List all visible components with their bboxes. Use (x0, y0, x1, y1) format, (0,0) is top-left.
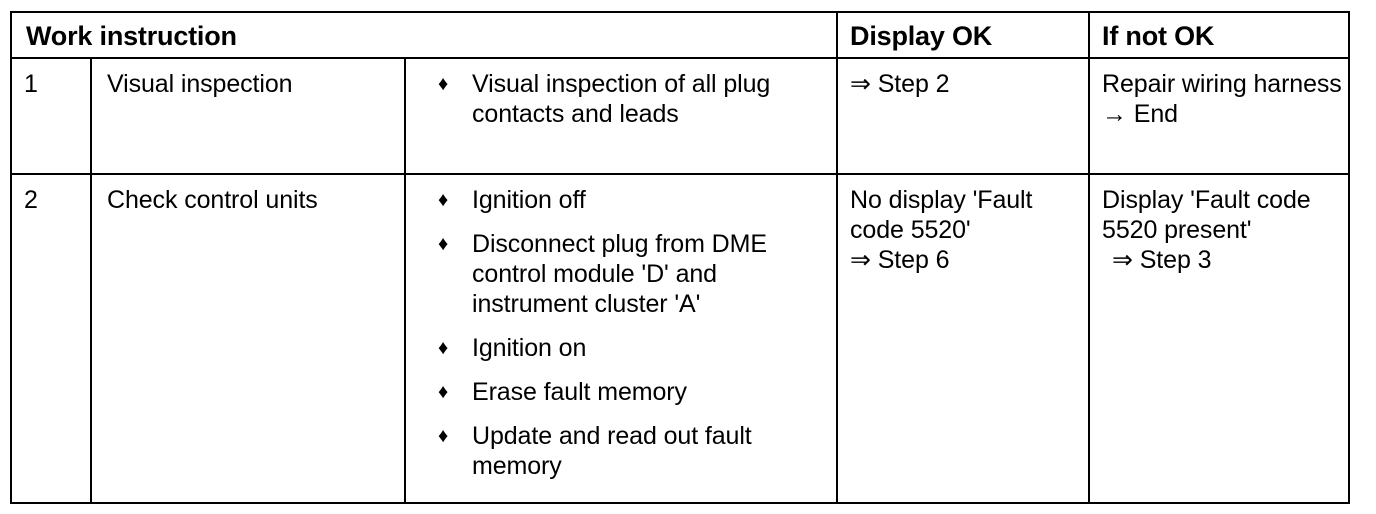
if-not-ok-line: Display 'Fault code 5520 present' (1102, 186, 1318, 244)
display-ok-cell: No display 'Fault code 5520' ⇒ Step 6 (836, 173, 1091, 504)
column-header-work-instruction-label: Work instruction (26, 21, 237, 51)
step-name: Visual inspection (107, 70, 293, 98)
if-not-ok-arrow-line: ⇒ Step 3 (1112, 246, 1212, 274)
table-row: 2 Check control units ♦ Ignition off (10, 173, 1351, 504)
diamond-bullet-icon: ♦ (438, 425, 449, 447)
diamond-bullet-icon: ♦ (438, 337, 449, 359)
display-ok-arrow-line: ⇒ Step 6 (850, 246, 950, 274)
step-detail-list: ♦ Visual inspection of all plug contacts… (420, 69, 830, 129)
list-item: ♦ Ignition on (420, 333, 830, 363)
step-detail-cell: ♦ Visual inspection of all plug contacts… (403, 57, 839, 175)
step-name: Check control units (107, 186, 318, 214)
list-item: ♦ Disconnect plug from DME control modul… (420, 229, 830, 319)
diamond-bullet-icon: ♦ (438, 233, 449, 255)
list-item: ♦ Erase fault memory (420, 377, 830, 407)
list-item-text: Update and read out fault memory (472, 422, 752, 480)
display-ok-content: ⇒ Step 2 (838, 59, 1088, 109)
step-detail-wrapper: ♦ Visual inspection of all plug contacts… (406, 59, 836, 139)
step-number: 2 (24, 186, 38, 214)
step-detail-list: ♦ Ignition off ♦ Disconnect plug from DM… (420, 185, 830, 481)
if-not-ok-content: Display 'Fault code 5520 present' ⇒ Step… (1090, 175, 1348, 285)
display-ok-line: No display 'Fault code 5520' (850, 186, 1040, 244)
list-item-text: Disconnect plug from DME control module … (472, 230, 767, 318)
display-ok-line: ⇒ Step 2 (850, 70, 950, 98)
column-header-display-ok: Display OK (836, 11, 1091, 59)
header-row: Work instruction Display OK If not OK (9, 11, 1351, 59)
list-item-text: Visual inspection of all plug contacts a… (472, 70, 771, 128)
list-item-text: Ignition on (472, 334, 587, 362)
step-number-cell: 1 (10, 57, 92, 175)
list-item-text: Erase fault memory (472, 378, 687, 406)
column-header-if-not-ok-label: If not OK (1102, 21, 1215, 51)
diamond-bullet-icon: ♦ (438, 381, 449, 403)
list-item-text: Ignition off (472, 186, 586, 214)
list-item: ♦ Ignition off (420, 185, 830, 215)
if-not-ok-content: Repair wiring harness → End (1090, 59, 1348, 139)
list-item: ♦ Visual inspection of all plug contacts… (420, 69, 830, 129)
if-not-ok-cell: Repair wiring harness → End (1088, 57, 1351, 175)
if-not-ok-line: Repair wiring harness (1102, 70, 1342, 98)
step-detail-wrapper: ♦ Ignition off ♦ Disconnect plug from DM… (406, 175, 836, 491)
list-item: ♦ Update and read out fault memory (420, 421, 830, 481)
diamond-bullet-icon: ♦ (438, 73, 449, 95)
table-body: 1 Visual inspection ♦ Visual inspection … (10, 57, 1351, 504)
if-not-ok-arrow-line: → End (1102, 100, 1178, 128)
step-name-cell: Check control units (90, 173, 406, 504)
display-ok-content: No display 'Fault code 5520' ⇒ Step 6 (838, 175, 1088, 285)
table-row: 1 Visual inspection ♦ Visual inspection … (10, 57, 1351, 175)
column-header-if-not-ok: If not OK (1088, 11, 1351, 59)
display-ok-cell: ⇒ Step 2 (836, 57, 1091, 175)
table-header: Work instruction Display OK If not OK (9, 11, 1351, 59)
step-number-cell: 2 (10, 173, 92, 504)
step-detail-cell: ♦ Ignition off ♦ Disconnect plug from DM… (403, 173, 839, 504)
column-header-display-ok-label: Display OK (850, 21, 993, 51)
if-not-ok-cell: Display 'Fault code 5520 present' ⇒ Step… (1088, 173, 1351, 504)
step-number: 1 (24, 70, 38, 98)
step-name-cell: Visual inspection (90, 57, 406, 175)
column-header-work-instruction: Work instruction (9, 11, 839, 59)
work-instruction-table: Work instruction Display OK If not OK 1 … (9, 11, 1351, 504)
diamond-bullet-icon: ♦ (438, 189, 449, 211)
